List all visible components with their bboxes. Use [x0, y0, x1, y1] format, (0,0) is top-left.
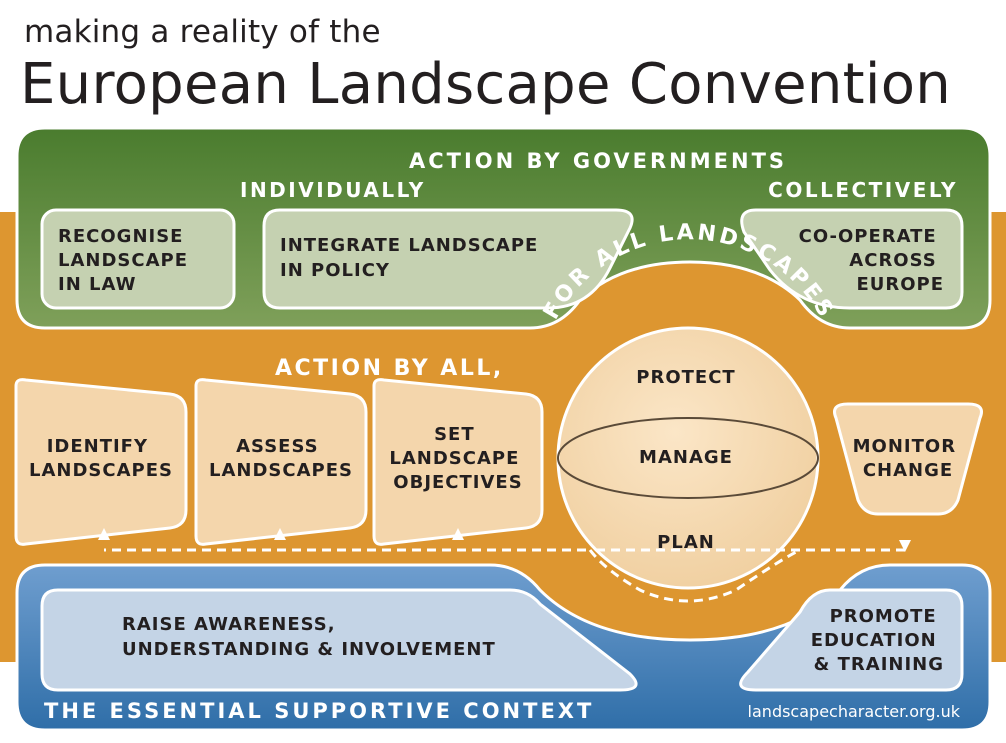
- assess-box: [194, 378, 368, 546]
- arrow-down-monitor-icon: [899, 540, 911, 552]
- assess-label: ASSESS LANDSCAPES: [209, 436, 353, 481]
- page-title: European Landscape Convention: [20, 52, 952, 117]
- arrow-heads: [98, 528, 911, 552]
- set-objectives-label: SET LANDSCAPE OBJECTIVES: [389, 424, 526, 493]
- identify-box: [14, 378, 188, 546]
- raise-awareness-label: RAISE AWARENESS, UNDERSTANDING & INVOLVE…: [122, 614, 496, 660]
- set-objectives-box: [372, 378, 544, 546]
- arrow-up-identify-icon: [98, 528, 110, 540]
- raise-awareness-box: [40, 588, 638, 692]
- plan-label: PLAN: [657, 532, 715, 553]
- feedback-arrow-line: [104, 548, 905, 603]
- supportive-heading: THE ESSENTIAL SUPPORTIVE CONTEXT: [44, 699, 594, 723]
- arrow-up-assess-icon: [274, 528, 286, 540]
- protect-label: PROTECT: [636, 367, 735, 388]
- cooperate-box: [740, 208, 964, 310]
- subtitle: making a reality of the: [24, 14, 381, 50]
- individually-label: INDIVIDUALLY: [240, 178, 426, 202]
- collectively-label: COLLECTIVELY: [768, 178, 958, 202]
- promote-label: PROMOTE EDUCATION & TRAINING: [811, 606, 944, 675]
- cooperate-label: CO-OPERATE ACROSS EUROPE: [799, 226, 944, 295]
- monitor-box: [833, 402, 983, 516]
- website-url: landscapecharacter.org.uk: [747, 702, 960, 721]
- identify-label: IDENTIFY LANDSCAPES: [29, 436, 173, 481]
- manage-label: MANAGE: [639, 447, 733, 468]
- governments-heading: ACTION BY GOVERNMENTS: [409, 149, 787, 173]
- recognise-label: RECOGNISE LANDSCAPE IN LAW: [58, 226, 195, 295]
- recognise-box: [40, 208, 236, 310]
- action-by-all-label: ACTION BY ALL,: [275, 356, 504, 381]
- arrow-up-set-icon: [452, 528, 464, 540]
- integrate-label: INTEGRATE LANDSCAPE IN POLICY: [280, 235, 546, 281]
- promote-box: [739, 588, 964, 692]
- monitor-label: MONITOR CHANGE: [853, 436, 964, 481]
- integrate-box: [262, 208, 634, 310]
- sphere-equator: [557, 417, 820, 499]
